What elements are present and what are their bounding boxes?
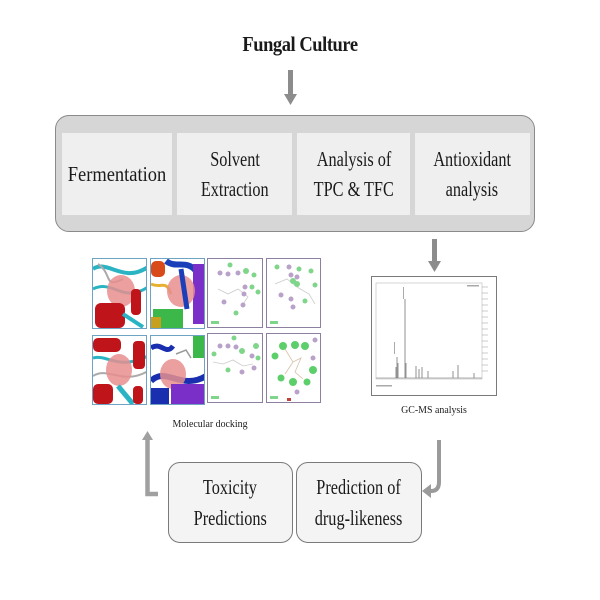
arrow-down-icon — [428, 239, 441, 272]
docking-protein-image — [92, 258, 147, 329]
docking-ligand-2d-image — [207, 333, 263, 403]
ligand-interaction-icon — [208, 259, 262, 327]
docking-caption: Molecular docking — [172, 418, 248, 430]
step-fermentation: Fermentation — [62, 133, 172, 215]
docking-protein-image — [150, 335, 205, 405]
gcms-caption: GC-MS analysis — [401, 404, 467, 416]
arrow-curved-left-icon — [422, 440, 441, 498]
protein-structure-icon — [151, 336, 204, 404]
diagram-title: Fungal Culture — [242, 32, 358, 56]
docking-ligand-2d-image — [207, 258, 263, 328]
protein-structure-icon — [93, 336, 146, 404]
ligand-interaction-icon — [267, 259, 320, 327]
protein-structure-icon — [93, 259, 146, 328]
docking-protein-image — [92, 335, 147, 405]
arrow-down-icon — [284, 70, 297, 105]
chromatogram-plot-icon — [375, 282, 488, 387]
ligand-interaction-icon — [208, 334, 262, 402]
arrow-up-icon — [142, 431, 158, 497]
ligand-interaction-icon — [267, 334, 320, 402]
gcms-chromatogram — [371, 276, 497, 396]
docking-ligand-2d-image — [266, 333, 321, 403]
docking-ligand-2d-image — [266, 258, 321, 328]
protein-structure-icon — [151, 259, 204, 328]
docking-protein-image — [150, 258, 205, 329]
